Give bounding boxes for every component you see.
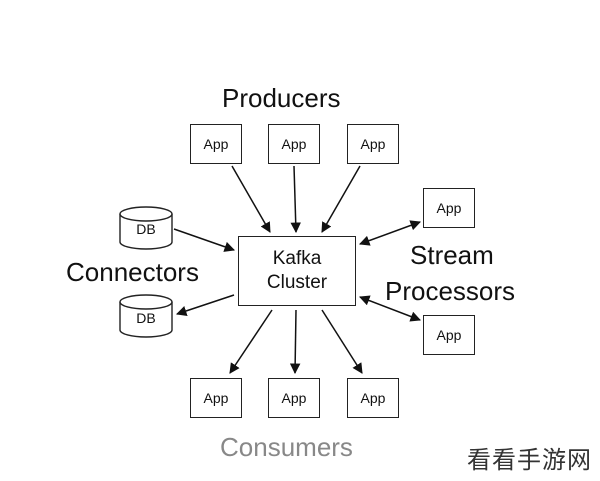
arrow-producer-3	[321, 165, 361, 233]
arrow-db-top	[173, 228, 235, 252]
consumer-app-2: App	[268, 378, 320, 418]
stream-label-line1: Stream	[410, 240, 494, 270]
db-cylinder-top	[119, 206, 173, 250]
kafka-cluster-box: Kafka Cluster	[238, 236, 356, 306]
producer-app-2: App	[268, 124, 320, 164]
consumer-app-1: App	[190, 378, 242, 418]
connectors-label: Connectors	[66, 257, 199, 287]
arrow-consumer-1	[229, 309, 273, 374]
producer-app-1: App	[190, 124, 242, 164]
arrow-stream-bottom	[359, 295, 421, 322]
stream-app-bottom: App	[423, 315, 475, 355]
arrow-consumer-3	[321, 309, 363, 374]
arrow-producer-1	[231, 165, 271, 233]
arrow-consumer-2	[289, 309, 301, 375]
arrow-stream-top	[359, 220, 421, 246]
consumer-app-3: App	[347, 378, 399, 418]
stream-label-line2: Processors	[385, 276, 516, 306]
cluster-line1: Kafka	[272, 248, 322, 269]
db-label-bottom: DB	[136, 310, 156, 326]
cluster-line2: Cluster	[266, 272, 328, 293]
stream-app-top: App	[423, 188, 475, 228]
consumers-label: Consumers	[220, 432, 353, 462]
db-label-top: DB	[136, 221, 156, 237]
arrow-db-bottom	[176, 294, 235, 316]
arrow-producer-2	[290, 165, 301, 234]
producer-app-3: App	[347, 124, 399, 164]
db-cylinder-bottom	[119, 294, 173, 338]
producers-label: Producers	[222, 83, 341, 113]
site-watermark: 看看手游网	[467, 446, 592, 474]
